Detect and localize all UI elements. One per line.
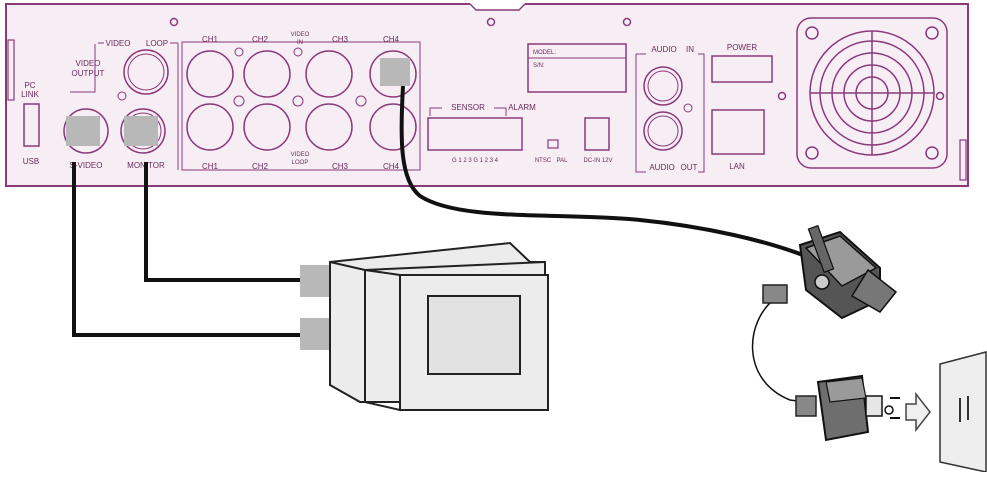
sensor-label: SENSOR [451,103,485,112]
video-output-label: VIDEO [76,59,101,68]
monitor-plug [124,116,158,146]
lan-label: LAN [729,162,745,171]
pal-label: PAL [557,158,569,164]
pc-link-label-2: LINK [21,90,39,99]
screw-icon [622,17,632,27]
camera-cable [399,85,821,264]
power-label: POWER [727,43,757,52]
screw-icon [777,91,787,101]
audio-in-label: AUDIO [651,45,676,54]
wall-outlet-icon [939,351,987,473]
sensor-alarm-terminal[interactable] [427,117,523,151]
lan-port[interactable] [711,109,765,155]
s-video-connector[interactable] [63,108,109,154]
usb-label: USB [23,157,39,166]
video-output-label-2: OUTPUT [72,69,105,78]
model-label: MODEL: [533,50,556,56]
video-in-label: VIDEO [291,32,310,38]
ch4-in-connector[interactable] [369,50,417,98]
power-switch[interactable] [711,55,773,83]
ch1-loop-label: CH1 [202,162,219,171]
ntsc-pal-switch[interactable] [547,139,559,149]
monitor-connector[interactable] [120,108,166,154]
s-video-label: S-VIDEO [70,161,103,170]
power-adapter-icon [795,374,900,442]
dc-in-label: DC-IN 12V [583,158,612,164]
pc-link-label: PC [24,81,35,90]
ch3-loop-label: CH3 [332,162,349,171]
monitor-icon [300,241,549,412]
camera-power-cable [751,297,806,403]
ch4-loop-label: CH4 [383,162,400,171]
model-plate [527,43,627,93]
audio-in-label-2: IN [686,45,694,54]
monitor-input-plug [300,265,332,297]
video-loop-label-2: LOOP [292,160,309,166]
dvr-rear-panel: PC LINK USB VIDEO OUTPUT VIDEO LOOP S-VI… [5,2,969,187]
sn-label: S/N: [533,63,545,69]
s-video-cable [72,162,310,337]
ch1-in-label: CH1 [202,35,219,44]
screw-icon [935,91,945,101]
arrow-right-icon [905,391,931,433]
monitor-cable [144,162,310,282]
ch1-loop-connector[interactable] [186,103,234,151]
usb-port[interactable] [23,103,40,147]
screw-icon [486,17,496,27]
video-in-label-2: IN [297,40,303,46]
audio-out-connector[interactable] [643,111,683,151]
camera-icon [762,224,898,320]
panel-body [5,3,969,187]
ch4-camera-plug [380,58,410,86]
screw-icon [169,17,179,27]
cables [72,85,821,337]
video-loop-video-label: VIDEO [106,39,131,48]
ntsc-label: NTSC [535,158,552,164]
video-loop-connector[interactable] [123,49,169,95]
ch2-in-connector[interactable] [243,50,291,98]
video-loop-label: VIDEO [291,152,310,158]
audio-in-connector[interactable] [643,66,683,106]
sensor-pins-label: G 1 2 3 G 1 2 3 4 [452,158,499,164]
audio-out-label-2: OUT [681,163,698,172]
ch3-in-connector[interactable] [305,50,353,98]
audio-out-label: AUDIO [649,163,674,172]
ch2-in-label: CH2 [252,35,269,44]
monitor-screen [427,295,521,375]
video-loop-loop-label: LOOP [146,39,168,48]
ch4-loop-connector[interactable] [369,103,417,151]
ch3-loop-connector[interactable] [305,103,353,151]
ch1-in-connector[interactable] [186,50,234,98]
alarm-label: ALARM [508,103,536,112]
ch2-loop-connector[interactable] [243,103,291,151]
fan-grille-icon [796,17,948,169]
s-video-plug [66,116,100,146]
ch3-in-label: CH3 [332,35,349,44]
dc-in-port[interactable] [584,117,610,151]
ch2-loop-label: CH2 [252,162,269,171]
ch4-in-label: CH4 [383,35,400,44]
monitor-svideo-plug [300,318,332,350]
